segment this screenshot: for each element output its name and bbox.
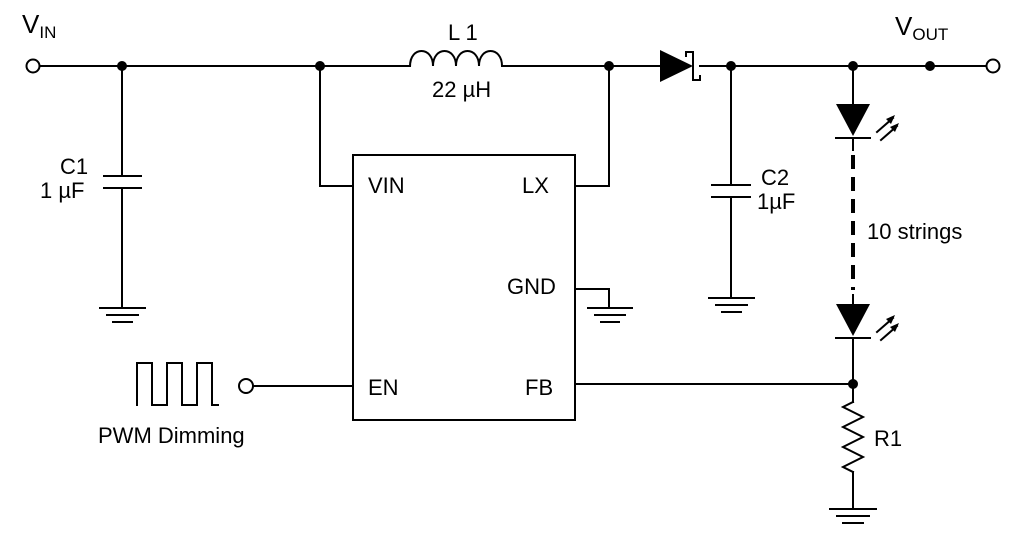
inductor-icon (408, 50, 511, 68)
ground-icon (99, 307, 146, 323)
vin-terminal-icon[interactable] (25, 58, 41, 74)
ic-pin-vin: VIN (368, 173, 405, 198)
vin-label: VIN (22, 9, 56, 42)
junction-dots (117, 61, 935, 389)
c2-name: C2 (761, 165, 789, 190)
ic-wires (252, 65, 854, 387)
r1-resistor (829, 383, 877, 524)
vout-terminal-icon[interactable] (985, 58, 1001, 74)
c1-name: C1 (60, 154, 88, 179)
r1-name: R1 (874, 426, 902, 451)
strings-label: 10 strings (867, 219, 962, 244)
vout-label: VOUT (895, 11, 948, 44)
l1-name: L 1 (448, 20, 478, 45)
ic-pin-lx: LX (522, 173, 549, 198)
led-string (835, 65, 899, 385)
c2-capacitor (708, 65, 755, 313)
ground-icon (829, 508, 877, 524)
schottky-diode-icon (660, 50, 701, 82)
c1-value: 1 µF (40, 178, 84, 203)
en-terminal-icon[interactable] (238, 378, 254, 394)
led-icon (835, 104, 899, 142)
ground-icon (587, 307, 633, 323)
pwm-label: PWM Dimming (98, 423, 245, 448)
l1-value: 22 µH (432, 77, 491, 102)
ic-pin-en: EN (368, 375, 399, 400)
pwm-waveform-icon (136, 362, 219, 406)
c2-value: 1µF (757, 189, 795, 214)
ic-pin-fb: FB (525, 375, 553, 400)
ic-block (352, 154, 576, 421)
junction-dot (925, 61, 935, 71)
resistor-icon (840, 400, 866, 474)
ground-icon (708, 297, 755, 313)
ic-pin-gnd: GND (507, 274, 556, 299)
led-icon (835, 304, 899, 342)
c1-capacitor (99, 65, 146, 323)
